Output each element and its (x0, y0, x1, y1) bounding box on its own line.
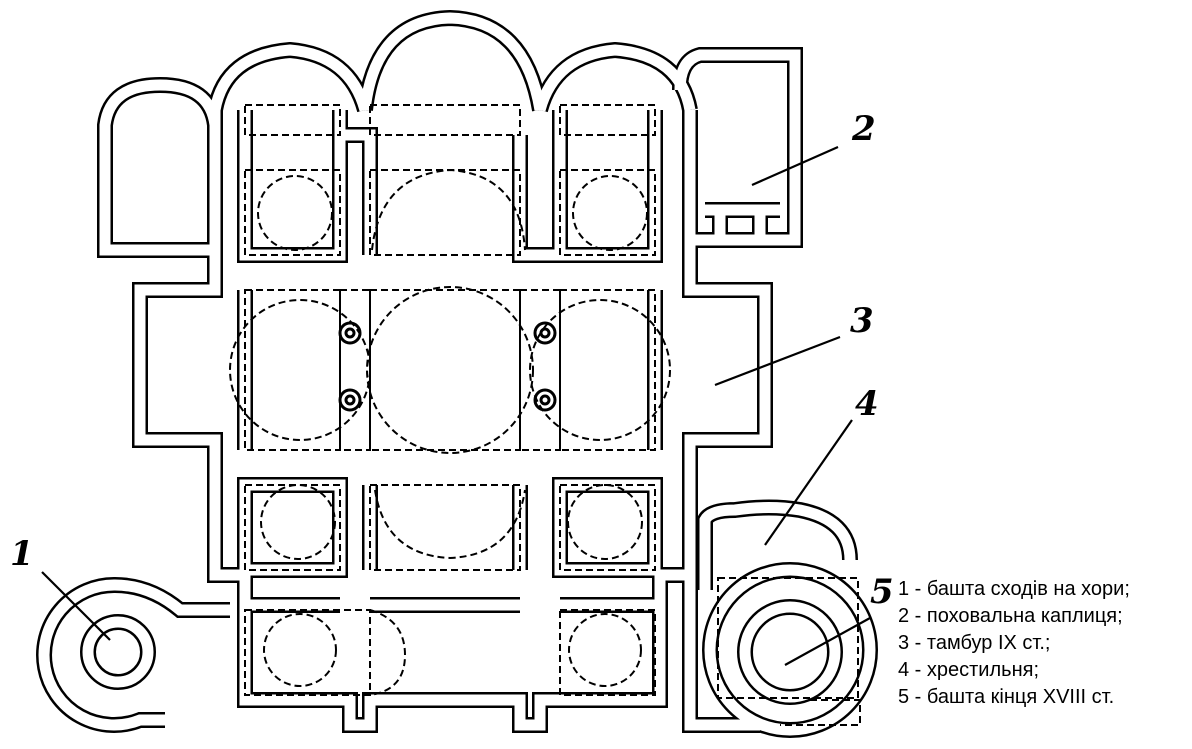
legend-item-4: 4 - хрестильня; (898, 659, 1039, 681)
leader-line-4 (764, 419, 853, 546)
legend-item-1: 1 - башта сходів на хори; (898, 578, 1130, 600)
leader-line-2 (751, 145, 839, 187)
vault-outlines (229, 104, 861, 726)
legend: 1 - башта сходів на хори; 2 - поховальна… (898, 576, 1130, 711)
leader-line-3 (714, 335, 841, 387)
legend-item-5: 5 - башта кінця XVIII ст. (898, 686, 1115, 708)
legend-item-3: 3 - тамбур IX ст.; (898, 632, 1051, 654)
callout-3: 3 (850, 301, 874, 341)
callout-5: 5 (870, 572, 894, 612)
columns (338, 321, 557, 412)
legend-item-2: 2 - поховальна каплиця; (898, 605, 1123, 627)
leader-line-1 (41, 571, 111, 641)
callout-4: 4 (855, 384, 879, 424)
callout-1: 1 (10, 534, 34, 574)
callout-2: 2 (851, 109, 876, 149)
leader-line-5 (784, 617, 871, 666)
